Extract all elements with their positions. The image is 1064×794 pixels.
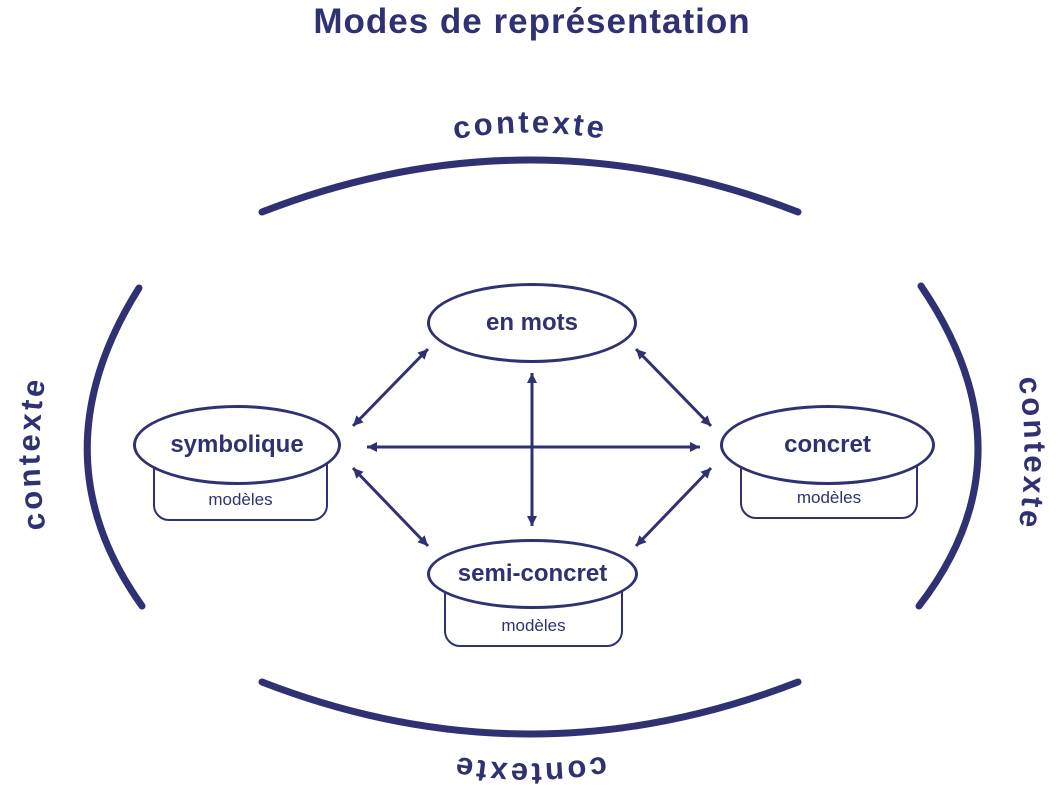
context-label-left: contexte [11, 374, 52, 533]
edge-enmots-symbolique [351, 347, 430, 428]
node-label: en mots [485, 309, 578, 336]
edge-symbolique-semiconcret [351, 466, 430, 548]
model-label: modèles [501, 616, 566, 635]
model-label: modèles [208, 490, 273, 509]
context-label-right: contexte [1011, 374, 1052, 533]
context-label-top: contexte [450, 104, 609, 146]
node-concret: concret [720, 405, 935, 485]
context-label-bottom: contexte [450, 749, 610, 791]
edge-enmots-concret [634, 347, 713, 428]
node-en-mots: en mots [427, 283, 637, 363]
node-semi-concret: semi-concret [427, 539, 638, 609]
page-title: Modes de représentation [313, 2, 751, 41]
edge-concret-semiconcret [634, 466, 713, 548]
context-arc-bottom [258, 678, 802, 738]
context-arc-right [915, 282, 982, 610]
model-label: modèles [796, 488, 862, 507]
node-symbolique: symbolique [133, 405, 341, 485]
context-arc-left [83, 284, 146, 610]
node-label: concret [784, 431, 871, 458]
node-label: symbolique [170, 431, 304, 458]
context-arc-top [258, 156, 802, 216]
node-label: semi-concret [457, 560, 608, 587]
